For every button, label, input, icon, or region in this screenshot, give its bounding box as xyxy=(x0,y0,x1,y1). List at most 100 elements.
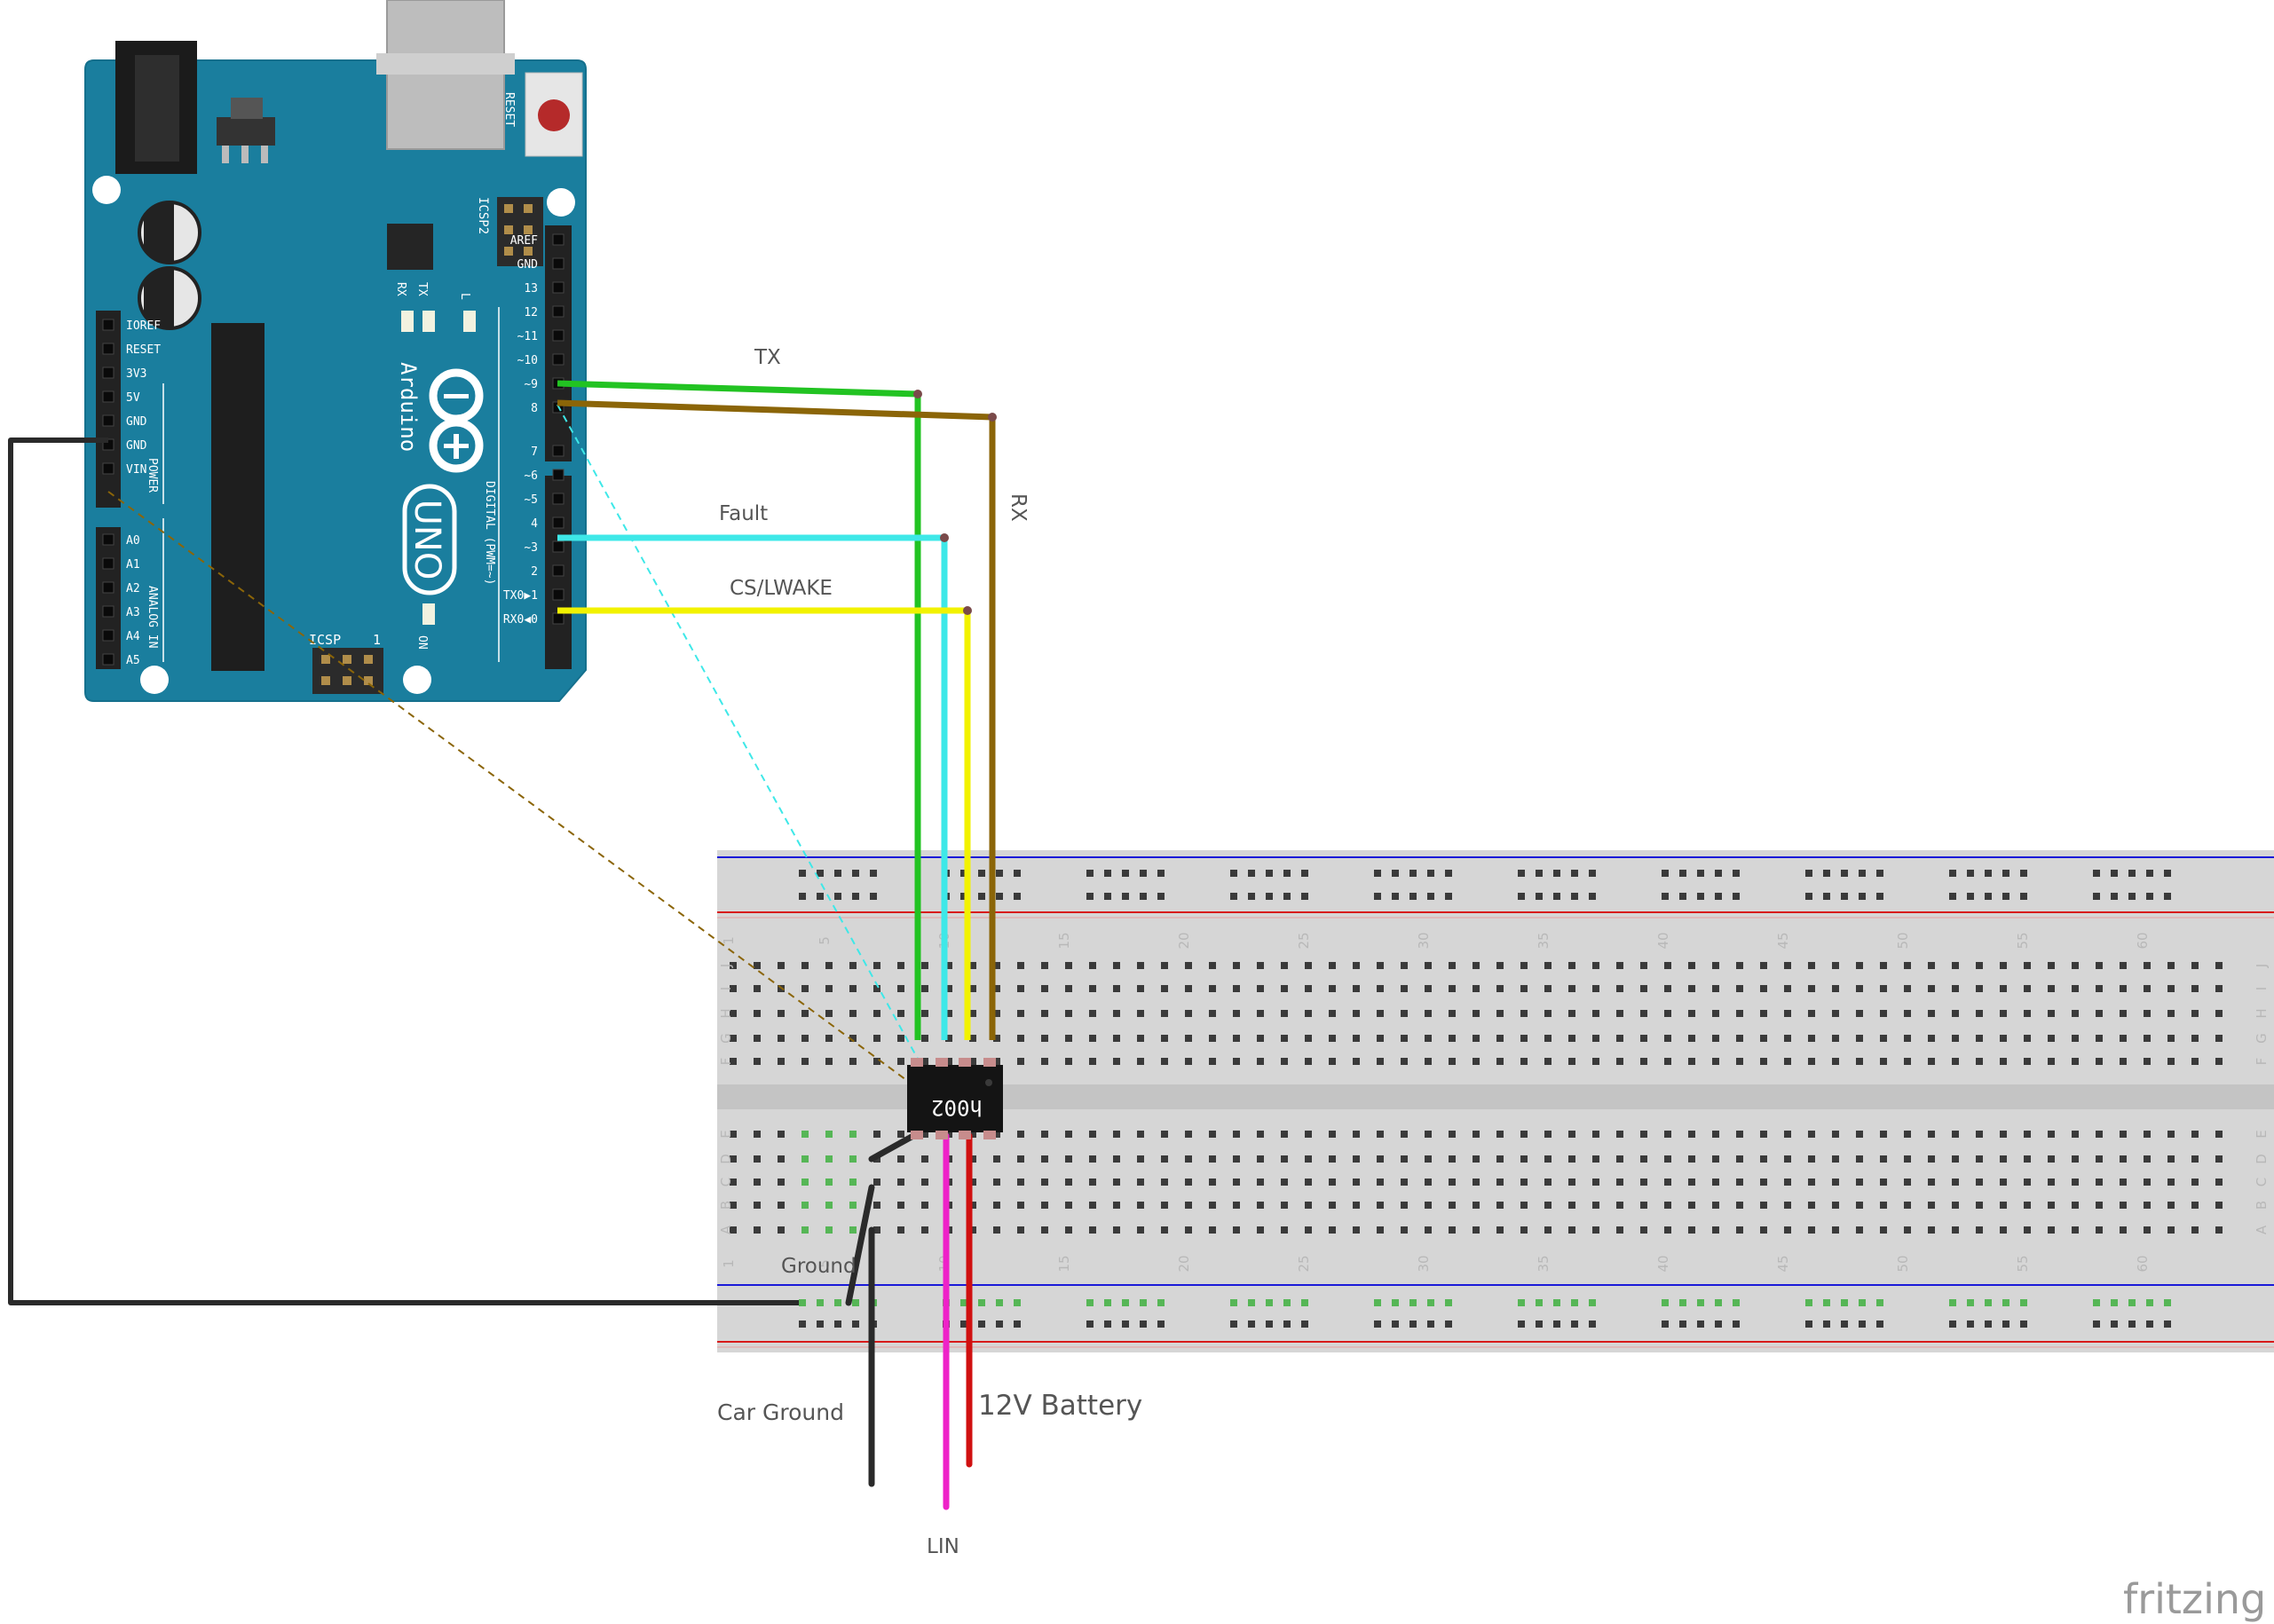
breadboard-hole xyxy=(1880,1179,1887,1186)
breadboard-row-letter: C xyxy=(2254,1178,2270,1186)
rail-hole xyxy=(1014,1320,1021,1328)
rail-hole xyxy=(1518,1320,1525,1328)
breadboard-hole xyxy=(1065,1058,1072,1065)
rail-hole xyxy=(1553,893,1560,900)
mounting-hole xyxy=(403,666,431,694)
rail-hole xyxy=(1823,893,1830,900)
breadboard-hole xyxy=(1616,1131,1623,1138)
breadboard-hole xyxy=(945,985,952,992)
breadboard-hole xyxy=(1640,1226,1647,1234)
breadboard-hole xyxy=(1616,1179,1623,1186)
breadboard-hole xyxy=(1760,962,1767,969)
breadboard-hole xyxy=(1137,1179,1144,1186)
on-led-label: ON xyxy=(415,635,429,650)
breadboard-column-number: 5 xyxy=(817,936,833,945)
breadboard-hole xyxy=(1161,962,1168,969)
breadboard-hole xyxy=(1233,962,1240,969)
breadboard-hole xyxy=(825,1058,833,1065)
digital-pin-socket xyxy=(552,445,565,457)
wire-ground-arduino[interactable] xyxy=(8,438,799,1305)
breadboard-hole xyxy=(1137,1010,1144,1017)
breadboard-hole xyxy=(1449,1226,1456,1234)
breadboard-hole xyxy=(2072,1155,2079,1163)
rail-hole xyxy=(1553,1320,1560,1328)
breadboard-hole xyxy=(1089,1179,1096,1186)
power-pin-label: 3V3 xyxy=(126,367,146,381)
breadboard-hole xyxy=(1209,985,1216,992)
breadboard-hole xyxy=(1113,1179,1120,1186)
rail-hole xyxy=(2146,1299,2153,1306)
rail-hole xyxy=(1715,1299,1722,1306)
breadboard-hole xyxy=(1425,985,1432,992)
digital-pin-socket xyxy=(552,329,565,342)
breadboard-hole xyxy=(921,985,928,992)
breadboard-hole xyxy=(849,1131,857,1138)
rail-hole xyxy=(1697,1299,1704,1306)
breadboard-hole xyxy=(2167,1179,2175,1186)
breadboard-hole xyxy=(730,962,737,969)
breadboard-hole xyxy=(1065,985,1072,992)
breadboard-hole xyxy=(1880,1010,1887,1017)
breadboard-hole xyxy=(897,962,904,969)
breadboard-hole xyxy=(1784,1010,1791,1017)
breadboard-hole xyxy=(1520,1035,1528,1042)
breadboard-hole xyxy=(1928,962,1935,969)
breadboard-hole xyxy=(1089,1226,1096,1234)
breadboard-hole xyxy=(1329,1010,1336,1017)
breadboard-hole xyxy=(1664,1035,1671,1042)
breadboard-row-letter: H xyxy=(718,1008,734,1018)
rail-hole xyxy=(1518,870,1525,877)
breadboard-hole xyxy=(1305,985,1312,992)
rail-hole xyxy=(1104,1320,1111,1328)
breadboard-hole xyxy=(1377,985,1384,992)
breadboard-hole xyxy=(754,1179,761,1186)
breadboard-hole xyxy=(1856,985,1863,992)
breadboard-hole xyxy=(873,1202,880,1209)
rail-hole xyxy=(1014,893,1021,900)
breadboard-hole xyxy=(801,1131,809,1138)
breadboard-hole xyxy=(1976,1202,1983,1209)
breadboard-hole xyxy=(1544,1058,1552,1065)
rail-hole xyxy=(2164,893,2171,900)
breadboard-hole xyxy=(1449,1035,1456,1042)
breadboard-hole xyxy=(1425,1179,1432,1186)
breadboard-hole xyxy=(801,1202,809,1209)
rail-hole xyxy=(1374,1320,1381,1328)
breadboard-row-letter: J xyxy=(2254,964,2270,968)
breadboard-hole xyxy=(2144,1131,2151,1138)
breadboard-row-letter: D xyxy=(2254,1154,2270,1164)
breadboard-hole xyxy=(2024,985,2031,992)
breadboard-hole xyxy=(1640,1155,1647,1163)
breadboard-hole xyxy=(849,1179,857,1186)
breadboard-hole xyxy=(1640,1179,1647,1186)
rail-hole xyxy=(1985,1299,1992,1306)
breadboard-row-letter: I xyxy=(2254,987,2270,990)
breadboard-hole xyxy=(1089,1058,1096,1065)
breadboard-hole xyxy=(873,1226,880,1234)
breadboard-hole xyxy=(1329,1131,1336,1138)
breadboard-hole xyxy=(1904,985,1911,992)
breadboard-hole xyxy=(2000,1179,2007,1186)
breadboard-hole xyxy=(1520,1010,1528,1017)
rail-hole xyxy=(852,893,859,900)
breadboard-hole xyxy=(2024,1058,2031,1065)
rail-hole xyxy=(1679,893,1686,900)
rail-hole xyxy=(1104,1299,1111,1306)
breadboard-hole xyxy=(1017,1179,1024,1186)
breadboard-hole xyxy=(993,962,1000,969)
breadboard-hole xyxy=(1688,1179,1695,1186)
breadboard-hole xyxy=(1880,1202,1887,1209)
breadboard-hole xyxy=(754,1010,761,1017)
rail-hole xyxy=(799,1299,806,1306)
breadboard-hole xyxy=(1880,985,1887,992)
breadboard-hole xyxy=(2000,1202,2007,1209)
wire-ground-jumper[interactable] xyxy=(845,1184,875,1306)
breadboard-hole xyxy=(1233,1131,1240,1138)
breadboard-hole xyxy=(825,1226,833,1234)
breadboard-hole xyxy=(873,1131,880,1138)
rail-hole xyxy=(1409,870,1417,877)
rail-hole xyxy=(2128,870,2136,877)
breadboard-hole xyxy=(1257,1058,1264,1065)
digital-pin-socket xyxy=(552,469,565,481)
breadboard-hole xyxy=(1185,1035,1192,1042)
